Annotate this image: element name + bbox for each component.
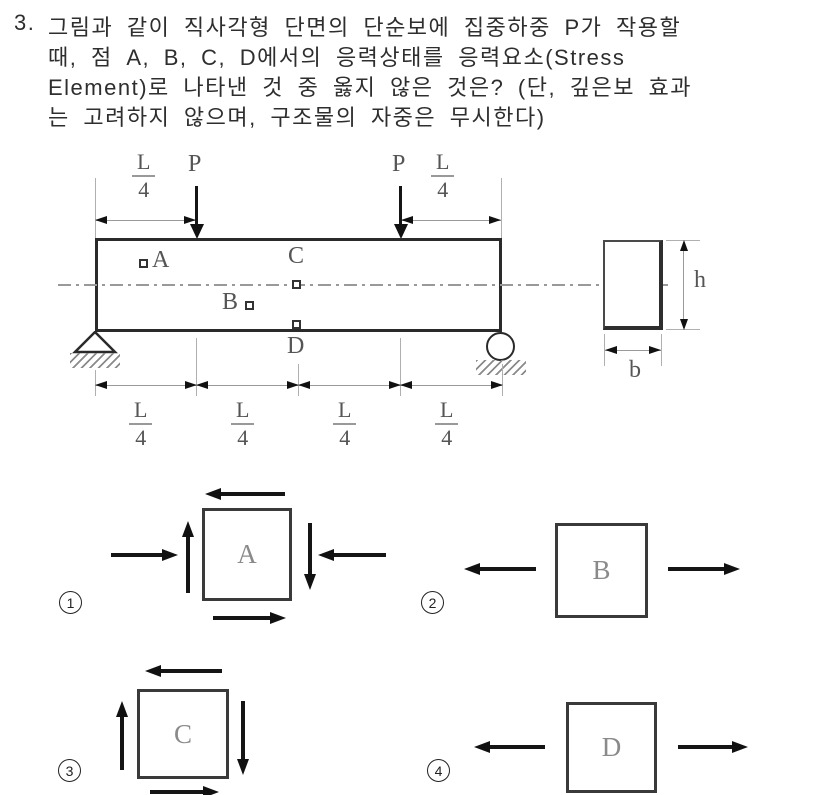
extension-line xyxy=(400,338,401,396)
question-line-4: 는 고려하지 않으며, 구조물의 자중은 무시한다) xyxy=(48,105,546,130)
load-arrow-right-head xyxy=(394,224,408,239)
dim-arrowhead xyxy=(400,381,412,389)
tension-arrow-right-shaft xyxy=(668,567,726,571)
point-marker-c xyxy=(292,280,301,289)
dim-arrowhead xyxy=(680,240,688,251)
tension-arrow-left-head xyxy=(464,563,480,575)
cross-section-rect xyxy=(603,240,663,330)
question-line-1: 그림과 같이 직사각형 단면의 단순보에 집중하중 P가 작용할 xyxy=(48,15,682,40)
dim-arrowhead xyxy=(298,381,310,389)
shear-arrow-left-shaft xyxy=(120,710,124,770)
dim-arrowhead xyxy=(95,381,107,389)
option-2-number: 2 xyxy=(421,591,444,614)
dim-arrowhead xyxy=(196,381,208,389)
extension-line xyxy=(95,178,96,238)
stress-element-a: A xyxy=(202,508,292,601)
beam-centerline xyxy=(58,284,668,286)
compression-arrow-right-head xyxy=(318,549,334,561)
compression-arrow-left-shaft xyxy=(111,553,164,557)
pin-support-icon xyxy=(72,331,118,354)
roller-support-icon xyxy=(486,332,515,361)
dim-arrowhead xyxy=(185,381,197,389)
dim-arrowhead xyxy=(605,346,617,354)
question-line-2: 때, 점 A, B, C, D에서의 응력상태를 응력요소(Stress xyxy=(48,45,626,70)
shear-arrow-right-shaft xyxy=(308,523,312,581)
section-width-label: b xyxy=(629,357,641,383)
section-height-label: h xyxy=(694,267,706,293)
shear-arrow-right-head xyxy=(304,574,316,590)
load-arrow-left-shaft xyxy=(195,186,198,228)
compression-arrow-left-head xyxy=(162,549,178,561)
tension-arrow-left-shaft xyxy=(479,567,536,571)
dim-frac-bottom-3: L 4 xyxy=(333,397,357,450)
option-4-number: 4 xyxy=(427,759,450,782)
shear-arrow-right-shaft xyxy=(241,701,245,761)
point-label-d: D xyxy=(287,333,305,359)
shear-arrow-bottom-head xyxy=(270,612,286,624)
shear-arrow-top-shaft xyxy=(153,669,222,673)
dim-frac-bottom-2: L 4 xyxy=(231,397,255,450)
dimension-line xyxy=(96,220,195,222)
dim-frac-bottom-4: L 4 xyxy=(435,397,459,450)
roller-support-hatch xyxy=(476,360,526,375)
load-label-left: P xyxy=(188,151,202,177)
point-marker-a xyxy=(139,259,148,268)
compression-arrow-right-shaft xyxy=(324,553,386,557)
dim-arrowhead xyxy=(680,319,688,330)
dim-arrowhead xyxy=(649,346,661,354)
extension-line xyxy=(604,334,605,366)
option-1-number: 1 xyxy=(59,591,82,614)
dimension-line xyxy=(605,350,661,352)
shear-arrow-top-head xyxy=(145,665,161,677)
stress-element-d: D xyxy=(566,702,657,793)
dim-arrowhead xyxy=(389,381,401,389)
dim-arrowhead xyxy=(184,216,196,224)
extension-line xyxy=(298,364,299,396)
dim-frac-bottom-1: L 4 xyxy=(129,397,153,450)
point-label-c: C xyxy=(288,243,305,269)
dim-arrowhead xyxy=(95,216,107,224)
shear-arrow-left-shaft xyxy=(186,530,190,593)
point-label-b: B xyxy=(222,289,239,315)
shear-arrow-bottom-shaft xyxy=(150,790,205,794)
shear-arrow-right-head xyxy=(237,759,249,775)
dim-frac-top-right: L 4 xyxy=(431,149,455,202)
load-arrow-left-head xyxy=(190,224,204,239)
dim-arrowhead xyxy=(491,381,503,389)
shear-arrow-bottom-shaft xyxy=(213,616,273,620)
option-3-number: 3 xyxy=(58,759,81,782)
stress-element-b: B xyxy=(555,523,648,618)
dimension-line xyxy=(683,242,685,328)
shear-arrow-top-head xyxy=(205,488,221,500)
extension-line xyxy=(196,338,197,396)
stress-element-c: C xyxy=(137,689,229,779)
point-marker-b xyxy=(245,301,254,310)
question-line-3: Element)로 나타낸 것 중 옳지 않은 것은? (단, 깊은보 효과 xyxy=(48,75,693,100)
dim-frac-top-left: L 4 xyxy=(132,149,156,202)
tension-arrow-right-shaft xyxy=(678,745,734,749)
dim-arrowhead xyxy=(401,216,413,224)
dim-arrowhead xyxy=(489,216,501,224)
point-label-a: A xyxy=(152,247,170,273)
tension-arrow-left-head xyxy=(474,741,490,753)
shear-arrow-left-head xyxy=(116,701,128,717)
load-arrow-right-shaft xyxy=(399,186,402,228)
dim-arrowhead xyxy=(287,381,299,389)
tension-arrow-right-head xyxy=(732,741,748,753)
tension-arrow-right-head xyxy=(724,563,740,575)
pin-support-hatch xyxy=(70,353,120,368)
extension-line xyxy=(502,364,503,396)
load-label-right: P xyxy=(392,151,406,177)
extension-line xyxy=(501,178,502,238)
shear-arrow-top-shaft xyxy=(218,492,285,496)
shear-arrow-left-head xyxy=(182,521,194,537)
question-number: 3. xyxy=(14,10,36,35)
point-marker-d xyxy=(292,320,301,329)
tension-arrow-left-shaft xyxy=(488,745,545,749)
shear-arrow-bottom-head xyxy=(203,786,219,795)
extension-line xyxy=(661,334,662,366)
dimension-line xyxy=(402,220,501,222)
